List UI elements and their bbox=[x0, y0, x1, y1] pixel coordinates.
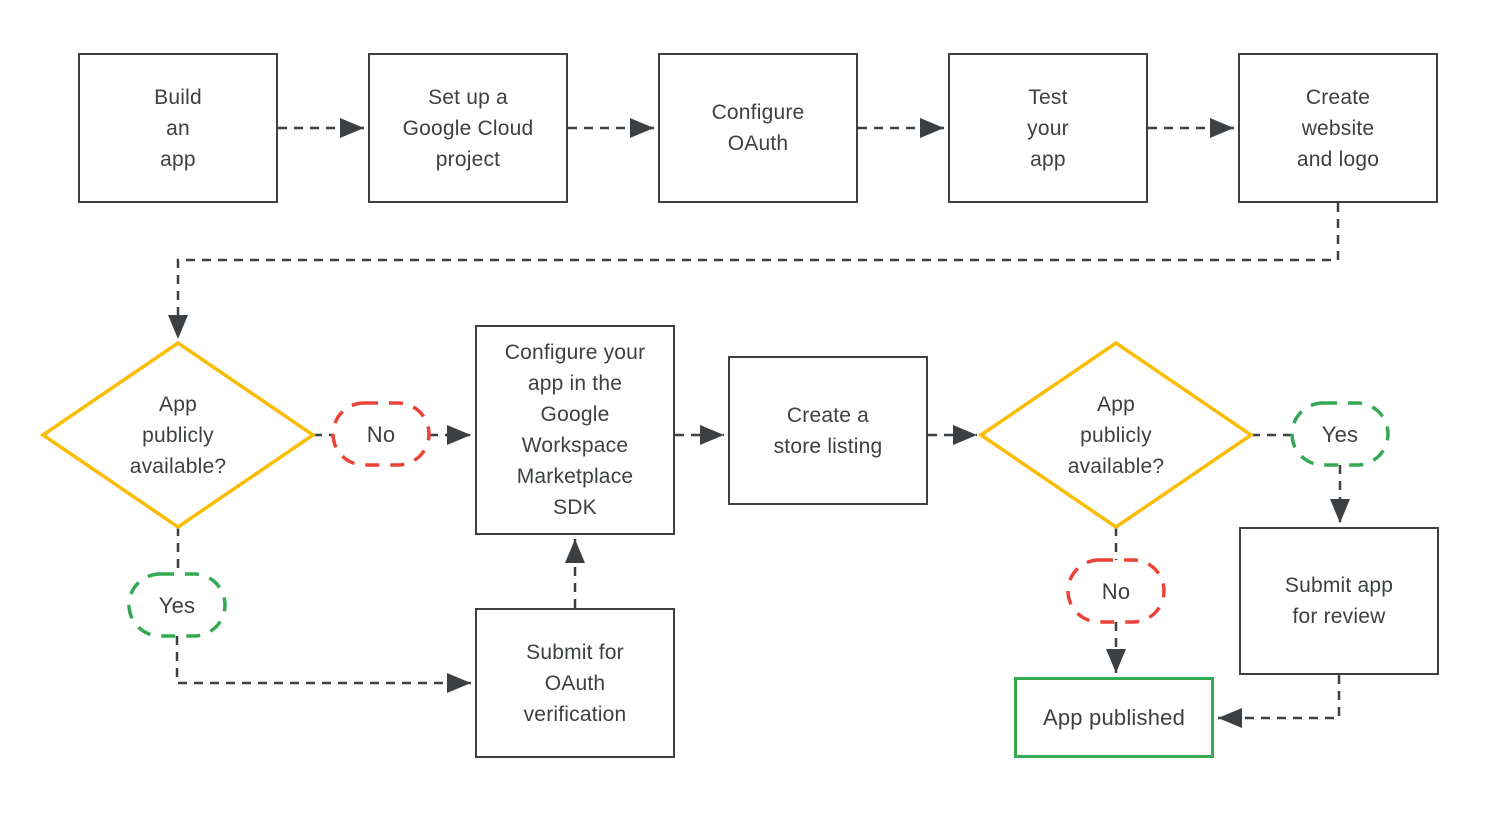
step-marketplace-sdk-label: Configure your app in the Google Workspa… bbox=[504, 341, 646, 519]
connector-website-to-decision-left bbox=[168, 203, 1340, 339]
step-app-published: App published bbox=[1014, 677, 1214, 758]
step-cloud-project-label: Set up a Google Cloud project bbox=[402, 85, 534, 171]
connector-yes-to-oauth-verification bbox=[175, 636, 471, 693]
step-configure-oauth-label: Configure OAuth bbox=[711, 101, 805, 155]
no-right-shape bbox=[1066, 558, 1166, 624]
connectors bbox=[168, 118, 1350, 728]
step-app-published-label: App published bbox=[1042, 705, 1186, 730]
step-submit-review-label: Submit app for review bbox=[1284, 574, 1394, 628]
no-left-shape bbox=[331, 401, 431, 467]
step-submit-review: Submit app for review bbox=[1239, 527, 1439, 675]
step-create-website: Create website and logo bbox=[1238, 53, 1438, 203]
step-oauth-verification-label: Submit for OAuth verification bbox=[523, 640, 627, 726]
decision-right-shape bbox=[977, 340, 1255, 530]
step-oauth-verification: Submit for OAuth verification bbox=[475, 608, 675, 758]
step-build-app-label: Build an app bbox=[154, 85, 202, 171]
yes-left-shape bbox=[127, 572, 227, 638]
step-store-listing: Create a store listing bbox=[728, 356, 928, 505]
step-test-app: Test your app bbox=[948, 53, 1148, 203]
step-store-listing-label: Create a store listing bbox=[773, 403, 883, 458]
step-build-app: Build an app bbox=[78, 53, 278, 203]
connector-submit-review-to-published bbox=[1218, 675, 1341, 728]
yes-right-shape bbox=[1290, 401, 1390, 467]
step-cloud-project: Set up a Google Cloud project bbox=[368, 53, 568, 203]
step-marketplace-sdk: Configure your app in the Google Workspa… bbox=[475, 325, 675, 535]
step-test-app-label: Test your app bbox=[1027, 85, 1069, 171]
step-create-website-label: Create website and logo bbox=[1296, 85, 1380, 171]
step-configure-oauth: Configure OAuth bbox=[658, 53, 858, 203]
decision-left-shape bbox=[39, 340, 317, 530]
